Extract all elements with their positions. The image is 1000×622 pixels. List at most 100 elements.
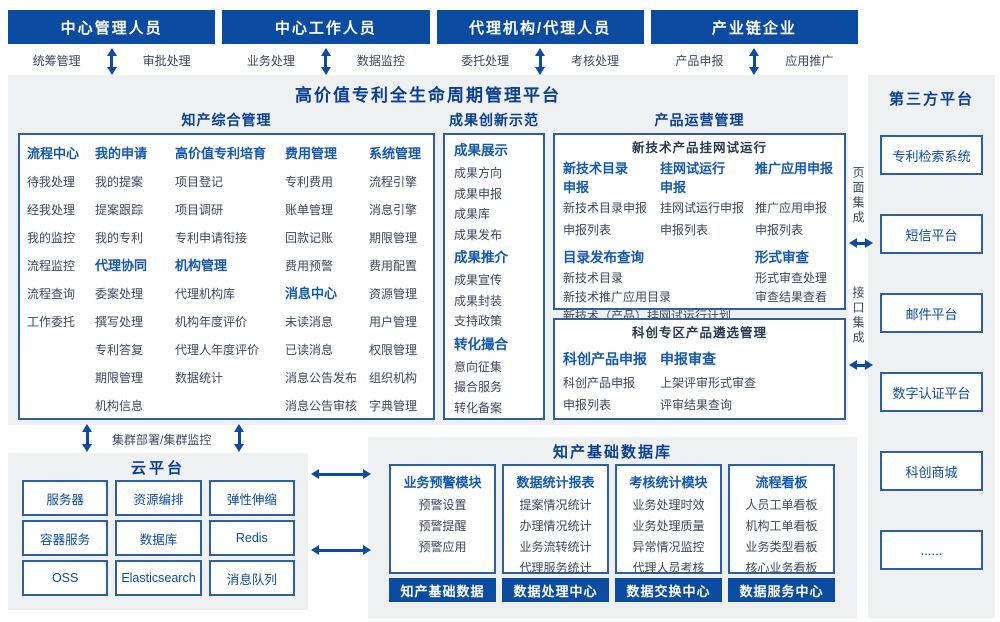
actor-labels: 业务处理 数据监控 bbox=[222, 52, 429, 69]
menu-item: 申报列表 bbox=[660, 223, 709, 237]
cloud-platform-title: 云平台 bbox=[130, 460, 185, 477]
group-apply-review: 申报审查 上架评审形式审查评审结果查询 bbox=[660, 346, 840, 416]
menu-item: 撰写处理 bbox=[95, 315, 144, 329]
group-header: 申报审查 bbox=[660, 351, 716, 367]
menu-item: 流程查询 bbox=[27, 287, 76, 301]
db-card: 数据统计报表 提案情况统计办理情况统计业务流转统计代理服务统计 bbox=[502, 464, 609, 575]
menu-item: 数据统计 bbox=[175, 371, 224, 385]
menu-item: 科创产品申报 bbox=[563, 376, 636, 390]
section-box: 流程中心 待我处理经我处理我的监控流程监控流程查询工作委托 我的申请 我的提案提… bbox=[18, 133, 435, 420]
double-arrow-vertical-icon bbox=[749, 48, 760, 75]
menu-item: 成果宣传 bbox=[454, 273, 503, 287]
cloud-service-box: 服务器 bbox=[22, 480, 109, 516]
box-sci-innovation-selection: 科创专区产品遴选管理 科创产品申报 科创产品申报申报列表 申报审查 上架评审形式… bbox=[553, 318, 846, 420]
db-column-process-board: 流程看板 人员工单看板机构工单看板业务类型看板核心业务看板 数据服务中心 bbox=[728, 464, 835, 602]
menu-item: 审查结果查看 bbox=[755, 290, 828, 304]
actor-labels: 统筹管理 审批处理 bbox=[8, 52, 215, 69]
cloud-service-box: Elasticsearch bbox=[115, 560, 202, 596]
actor-center-staff: 中心工作人员 业务处理 数据监控 bbox=[222, 10, 430, 80]
actor-title: 中心管理人员 bbox=[8, 10, 216, 44]
menu-item: 回款记账 bbox=[285, 231, 334, 245]
menu-item: 流程引擎 bbox=[369, 175, 418, 189]
menu-item: 项目登记 bbox=[175, 175, 224, 189]
section-achievement-innovation: 成果创新示范 成果展示 成果方向成果申报成果库成果发布 成果推介 成果宣传成果封… bbox=[443, 75, 545, 420]
menu-item: 流程监控 bbox=[27, 259, 76, 273]
group-hv-patent-cultivation: 高价值专利培育 bbox=[175, 146, 267, 161]
menu-item: 转化备案 bbox=[454, 400, 503, 415]
cloud-service-box: Redis bbox=[208, 520, 295, 556]
menu-item: 未读消息 bbox=[285, 315, 334, 329]
group-header: 流程看板 bbox=[755, 475, 808, 490]
menu-item: 我的提案 bbox=[95, 175, 144, 189]
api-integration-label: 接口集成 bbox=[851, 286, 865, 346]
cluster-bridge-label: 集群部署/集群监控 bbox=[112, 433, 212, 447]
module-column: 流程中心 待我处理经我处理我的监控流程监控流程查询工作委托 bbox=[27, 140, 95, 418]
page-integration-label: 页面集成 bbox=[851, 166, 865, 226]
menu-item: 上架评审形式审查 bbox=[660, 376, 757, 390]
db-footer-bar: 数据处理中心 bbox=[502, 578, 609, 602]
actor-labels: 委托处理 考核处理 bbox=[437, 52, 644, 69]
cloud-service-box: 弹性伸缩 bbox=[208, 480, 295, 516]
group-header: 目录发布查询 bbox=[563, 250, 644, 265]
section-ip-comprehensive-management: 知产综合管理 流程中心 待我处理经我处理我的监控流程监控流程查询工作委托 我的申… bbox=[18, 75, 435, 420]
db-footer-bar: 知产基础数据 bbox=[389, 578, 496, 602]
section-title: 成果创新示范 bbox=[449, 112, 539, 128]
menu-item: 预警应用 bbox=[418, 540, 467, 554]
cloud-service-box: 资源编排 bbox=[115, 480, 202, 516]
db-card: 流程看板 人员工单看板机构工单看板业务类型看板核心业务看板 bbox=[728, 464, 835, 575]
third-party-title: 第三方平台 bbox=[888, 91, 974, 108]
db-card: 考核统计模块 业务处理时效业务处理质量异常情况监控代理人员考核 bbox=[615, 464, 722, 575]
actor-agency: 代理机构/代理人员 委托处理 考核处理 bbox=[436, 10, 644, 80]
group-agency-collaboration: 代理协同 bbox=[95, 258, 148, 273]
group-trial-run-apply: 挂网试运行申报 挂网试运行申报申报列表 bbox=[660, 159, 755, 245]
actor-label: 委托处理 bbox=[461, 54, 510, 68]
cloud-service-box: 容器服务 bbox=[22, 520, 109, 556]
menu-item: 预警提醒 bbox=[418, 519, 467, 533]
menu-item: 业务流转统计 bbox=[519, 540, 592, 554]
menu-item: 新技术推广应用目录 bbox=[563, 290, 672, 304]
group-header: 挂网试运行申报 bbox=[660, 161, 726, 195]
menu-item: 办理情况统计 bbox=[519, 519, 592, 533]
actor-label: 数据监控 bbox=[356, 54, 405, 68]
double-arrow-vertical-icon bbox=[320, 48, 331, 75]
menu-item: 成果发布 bbox=[454, 227, 503, 242]
menu-item: 预警设置 bbox=[418, 498, 467, 512]
actor-label: 审批处理 bbox=[142, 54, 191, 68]
third-party-box: ...... bbox=[880, 530, 983, 570]
menu-item: 经我处理 bbox=[27, 203, 76, 217]
ip-base-database-panel: 知产基础数据库 业务预警模块 预警设置预警提醒预警应用 知产基础数据 数据统计报… bbox=[368, 437, 857, 618]
group-header: 新技术目录申报 bbox=[563, 161, 629, 195]
group-promotion-apply: 推广应用申报 推广应用申报申报列表 bbox=[755, 159, 840, 245]
menu-item: 申报列表 bbox=[755, 223, 804, 237]
menu-item: 组织机构 bbox=[369, 371, 418, 385]
third-party-box: 短信平台 bbox=[880, 214, 983, 254]
actor-title: 中心工作人员 bbox=[222, 10, 430, 44]
cloud-service-box: 消息队列 bbox=[208, 560, 295, 596]
cloud-service-box: OSS bbox=[22, 560, 109, 596]
third-party-panel: 第三方平台 专利检索系统短信平台邮件平台数字认证平台科创商城...... bbox=[868, 75, 995, 618]
menu-item: 消息公告审核 bbox=[285, 399, 358, 413]
group-catalog-publish-query: 目录发布查询 新技术目录新技术推广应用目录新技术（产品）挂网试运行计划 bbox=[563, 247, 755, 326]
third-party-box: 科创商城 bbox=[880, 451, 983, 491]
actor-label: 产品申报 bbox=[675, 54, 724, 68]
menu-item: 费用配置 bbox=[369, 259, 418, 273]
actor-label: 考核处理 bbox=[571, 54, 620, 68]
actors-row: 中心管理人员 统筹管理 审批处理 中心工作人员 业务处理 数据监控 代理机构/代… bbox=[8, 10, 858, 80]
section-box: 成果展示 成果方向成果申报成果库成果发布 成果推介 成果宣传成果封装支持政策 转… bbox=[443, 133, 545, 420]
group-formal-review: 形式审查 形式审查处理审查结果查看 bbox=[755, 247, 840, 326]
menu-item: 提案跟踪 bbox=[95, 203, 144, 217]
group-sci-product-apply: 科创产品申报 科创产品申报申报列表 bbox=[563, 346, 660, 416]
menu-item: 项目调研 bbox=[175, 203, 224, 217]
menu-item: 业务处理质量 bbox=[632, 519, 705, 533]
sub-box-title: 新技术产品挂网试运行 bbox=[631, 141, 767, 155]
menu-item: 代理服务统计 bbox=[519, 561, 592, 575]
group-achievement-display: 成果展示 bbox=[454, 143, 508, 158]
ip-base-database-title: 知产基础数据库 bbox=[552, 444, 672, 461]
cloud-service-box: 数据库 bbox=[115, 520, 202, 556]
sub-box-columns: 新技术目录申报 新技术目录申报申报列表 挂网试运行申报 挂网试运行申报申报列表 … bbox=[555, 159, 844, 245]
menu-item: 专利费用 bbox=[285, 175, 334, 189]
menu-item: 代理机构库 bbox=[175, 287, 236, 301]
menu-item: 成果封装 bbox=[454, 293, 503, 308]
